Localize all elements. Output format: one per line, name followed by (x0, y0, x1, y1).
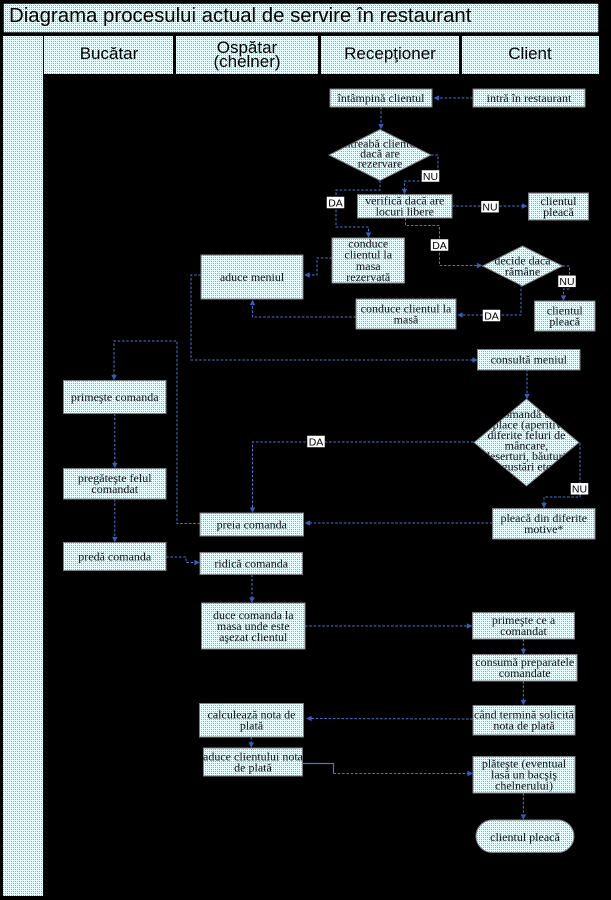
svg-text:DA: DA (328, 197, 343, 209)
svg-text:comandat: comandat (91, 482, 138, 496)
svg-text:lasă un bacşiş: lasă un bacşiş (491, 768, 557, 782)
svg-text:clientul: clientul (547, 303, 584, 317)
svg-text:comandate: comandate (499, 666, 551, 680)
svg-text:(chelner): (chelner) (213, 52, 280, 71)
svg-text:motive*: motive* (524, 522, 563, 536)
svg-text:verifică dacă are: verifică dacă are (365, 194, 444, 208)
svg-text:gustări etc: gustări etc (502, 459, 552, 473)
svg-text:de plată: de plată (234, 760, 272, 774)
svg-text:rezervare: rezervare (358, 156, 403, 170)
svg-text:rezervată: rezervată (346, 270, 391, 284)
svg-text:conduce clientul la: conduce clientul la (361, 301, 452, 315)
svg-text:consumă preparatele: consumă preparatele (475, 655, 574, 669)
svg-text:locuri libere: locuri libere (376, 205, 434, 219)
svg-text:pleacă: pleacă (549, 314, 580, 328)
svg-text:clientul: clientul (541, 194, 578, 208)
svg-text:pleacă din diferite: pleacă din diferite (500, 511, 587, 525)
svg-text:Ospătar: Ospătar (217, 38, 278, 57)
svg-text:DA: DA (309, 436, 324, 448)
svg-text:clientul la: clientul la (344, 248, 392, 262)
svg-text:calculează nota de: calculează nota de (208, 708, 296, 722)
svg-text:aduce meniul: aduce meniul (220, 270, 285, 284)
svg-text:masa unde este: masa unde este (217, 619, 290, 633)
svg-text:plăteşte (eventual: plăteşte (eventual (482, 757, 567, 771)
svg-text:mâncare,: mâncare, (505, 438, 549, 452)
svg-text:preia comanda: preia comanda (217, 517, 288, 531)
svg-text:diferite feluri de: diferite feluri de (488, 428, 566, 442)
svg-text:Client: Client (508, 44, 552, 63)
svg-text:decide dacă: decide dacă (494, 253, 551, 267)
svg-text:rămâne: rămâne (505, 264, 540, 278)
svg-text:masa: masa (356, 259, 381, 273)
svg-text:pregăteşte felul: pregăteşte felul (78, 471, 152, 485)
svg-text:consultă meniul: consultă meniul (491, 353, 568, 367)
svg-text:predă comanda: predă comanda (78, 549, 152, 563)
svg-text:Bucătar: Bucătar (80, 44, 139, 63)
svg-text:Recepţioner: Recepţioner (344, 44, 436, 63)
svg-text:Diagrama procesului actual de: Diagrama procesului actual de servire în… (9, 5, 472, 27)
svg-text:comandat: comandat (500, 624, 547, 638)
svg-text:intră în restaurant: intră în restaurant (487, 91, 572, 105)
svg-text:DA: DA (484, 310, 499, 322)
svg-text:aşezat clientul: aşezat clientul (219, 630, 288, 644)
svg-text:masă: masă (394, 312, 419, 326)
svg-text:nota de plată: nota de plată (493, 719, 555, 733)
svg-text:NU: NU (482, 202, 497, 214)
svg-text:aduce clientului nota: aduce clientului nota (203, 749, 304, 763)
svg-text:NU: NU (423, 171, 438, 183)
svg-text:NU: NU (572, 484, 587, 496)
svg-text:NU: NU (559, 276, 574, 288)
svg-text:duce comanda la: duce comanda la (213, 608, 294, 622)
svg-text:ridică comanda: ridică comanda (214, 556, 288, 570)
svg-text:DA: DA (432, 240, 447, 252)
svg-text:dacă are: dacă are (360, 146, 400, 160)
svg-text:pleacă: pleacă (543, 205, 574, 219)
svg-text:întâmpină clientul: întâmpină clientul (337, 91, 426, 105)
svg-text:plată: plată (240, 719, 264, 733)
svg-text:conduce: conduce (348, 237, 388, 251)
svg-text:deserturi, băuturi,: deserturi, băuturi, (484, 449, 569, 463)
svg-text:primeşte ce a: primeşte ce a (492, 613, 556, 627)
svg-text:clientul pleacă: clientul pleacă (490, 830, 560, 844)
svg-text:primeşte comanda: primeşte comanda (71, 390, 159, 404)
svg-text:când termină solicită: când termină solicită (474, 708, 575, 722)
svg-text:întreabă clientul: întreabă clientul (340, 136, 419, 150)
svg-text:chelnerului): chelnerului) (495, 779, 553, 793)
svg-text:îi place (aperitive,: îi place (aperitive, (482, 417, 570, 431)
